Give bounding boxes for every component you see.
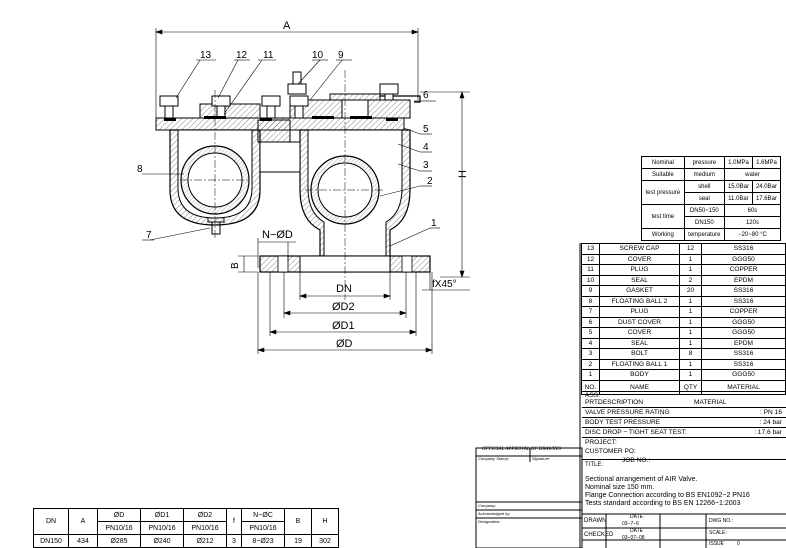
dimensions-table: DN A ØD ØD1 ØD2 f N−ØC B H PN10/16 PN10/… (33, 508, 339, 548)
bottom-dimensions (238, 238, 470, 354)
signature-label: Signature: (532, 456, 551, 461)
checked-label: CHECKED (584, 532, 614, 538)
info-block: ASS. PRT. DESCRIPTION MATERIAL VALVE PRE… (582, 391, 786, 465)
project-label: PROJECT: (585, 439, 617, 446)
dim-dn: DN (336, 283, 352, 295)
dim-h-label: H (457, 170, 469, 178)
company-label: Company: (478, 503, 497, 508)
title-line-2: Nominal size 150 mm. (585, 484, 655, 491)
acknowledged-label: Acknowledged by: (478, 511, 511, 516)
body-test-row: BODY TEST PRESSURE: 24 bar (582, 418, 786, 428)
svg-text:9: 9 (338, 50, 344, 61)
scale-label: SCALE: (709, 530, 727, 536)
svg-text:2: 2 (427, 176, 433, 187)
drawn-label: DRAWN (584, 518, 607, 524)
svg-text:5: 5 (423, 124, 429, 135)
date-value-2: 03−07−08 (622, 535, 645, 541)
title-block: TITLE: Sectional arrangement of AIR Valv… (582, 459, 786, 515)
svg-text:6: 6 (423, 90, 429, 101)
dwg-no-label: DWG NO.: (709, 518, 733, 524)
dim-n-phid: N−ØD (262, 229, 293, 241)
svg-text:3: 3 (423, 160, 429, 171)
svg-text:13: 13 (200, 50, 212, 61)
description-label: DESCRIPTION (598, 399, 644, 406)
customer-label: CUSTOMER PO: (585, 448, 636, 455)
svg-text:12: 12 (236, 50, 248, 61)
issue-label: ISSUE (709, 541, 725, 547)
disc-test-row: DISC DROP − TIGHT SEAT TEST:: 17.6 bar (582, 428, 786, 438)
rating-row: VALVE PRESSURE RATING: PN 16 (582, 408, 786, 418)
title-line-3: Flange Connection according to BS EN1092… (585, 492, 750, 499)
approval-header: OFFICIAL APPROVAL OF DRAWING (482, 447, 562, 452)
dim-chamfer: fX45° (432, 279, 457, 290)
issue-value: 0 (737, 541, 740, 547)
dim-d1: ØD1 (332, 320, 355, 332)
dim-a (155, 28, 419, 120)
bom-header-row: NO. NAME QTY MATERIAL (581, 379, 786, 395)
dim-a-label: A (283, 20, 291, 32)
title-line-4: Tests standard according to BS EN 12266−… (585, 500, 741, 507)
dim-d: ØD (336, 338, 353, 350)
dim-h (420, 91, 470, 278)
svg-text:1: 1 (431, 218, 437, 229)
svg-text:7: 7 (146, 230, 152, 241)
dim-b: B (230, 262, 241, 269)
part-callouts: 13 12 11 10 9 6 5 4 3 2 1 8 7 (137, 50, 437, 241)
cover-assembly (155, 93, 421, 143)
title-line-1: Sectional arrangement of AIR Valve. (585, 476, 698, 483)
company-stamp-label: Company Stamp: (478, 456, 509, 461)
designation-label: Designation: (478, 519, 501, 524)
date-value-1: 03−7−6 (622, 521, 639, 527)
material-label: MATERIAL (694, 399, 727, 406)
dim-d2: ØD2 (332, 301, 355, 313)
date-label-1: DATE (630, 514, 643, 520)
svg-text:10: 10 (312, 50, 324, 61)
ass-prt: ASS. PRT. (585, 392, 601, 406)
job-label: JOB NO.: (622, 457, 651, 464)
title-label: TITLE: (585, 462, 604, 468)
svg-text:4: 4 (423, 142, 429, 153)
date-label-2: DATE (630, 528, 643, 534)
svg-text:8: 8 (137, 164, 143, 175)
svg-text:11: 11 (263, 50, 274, 61)
